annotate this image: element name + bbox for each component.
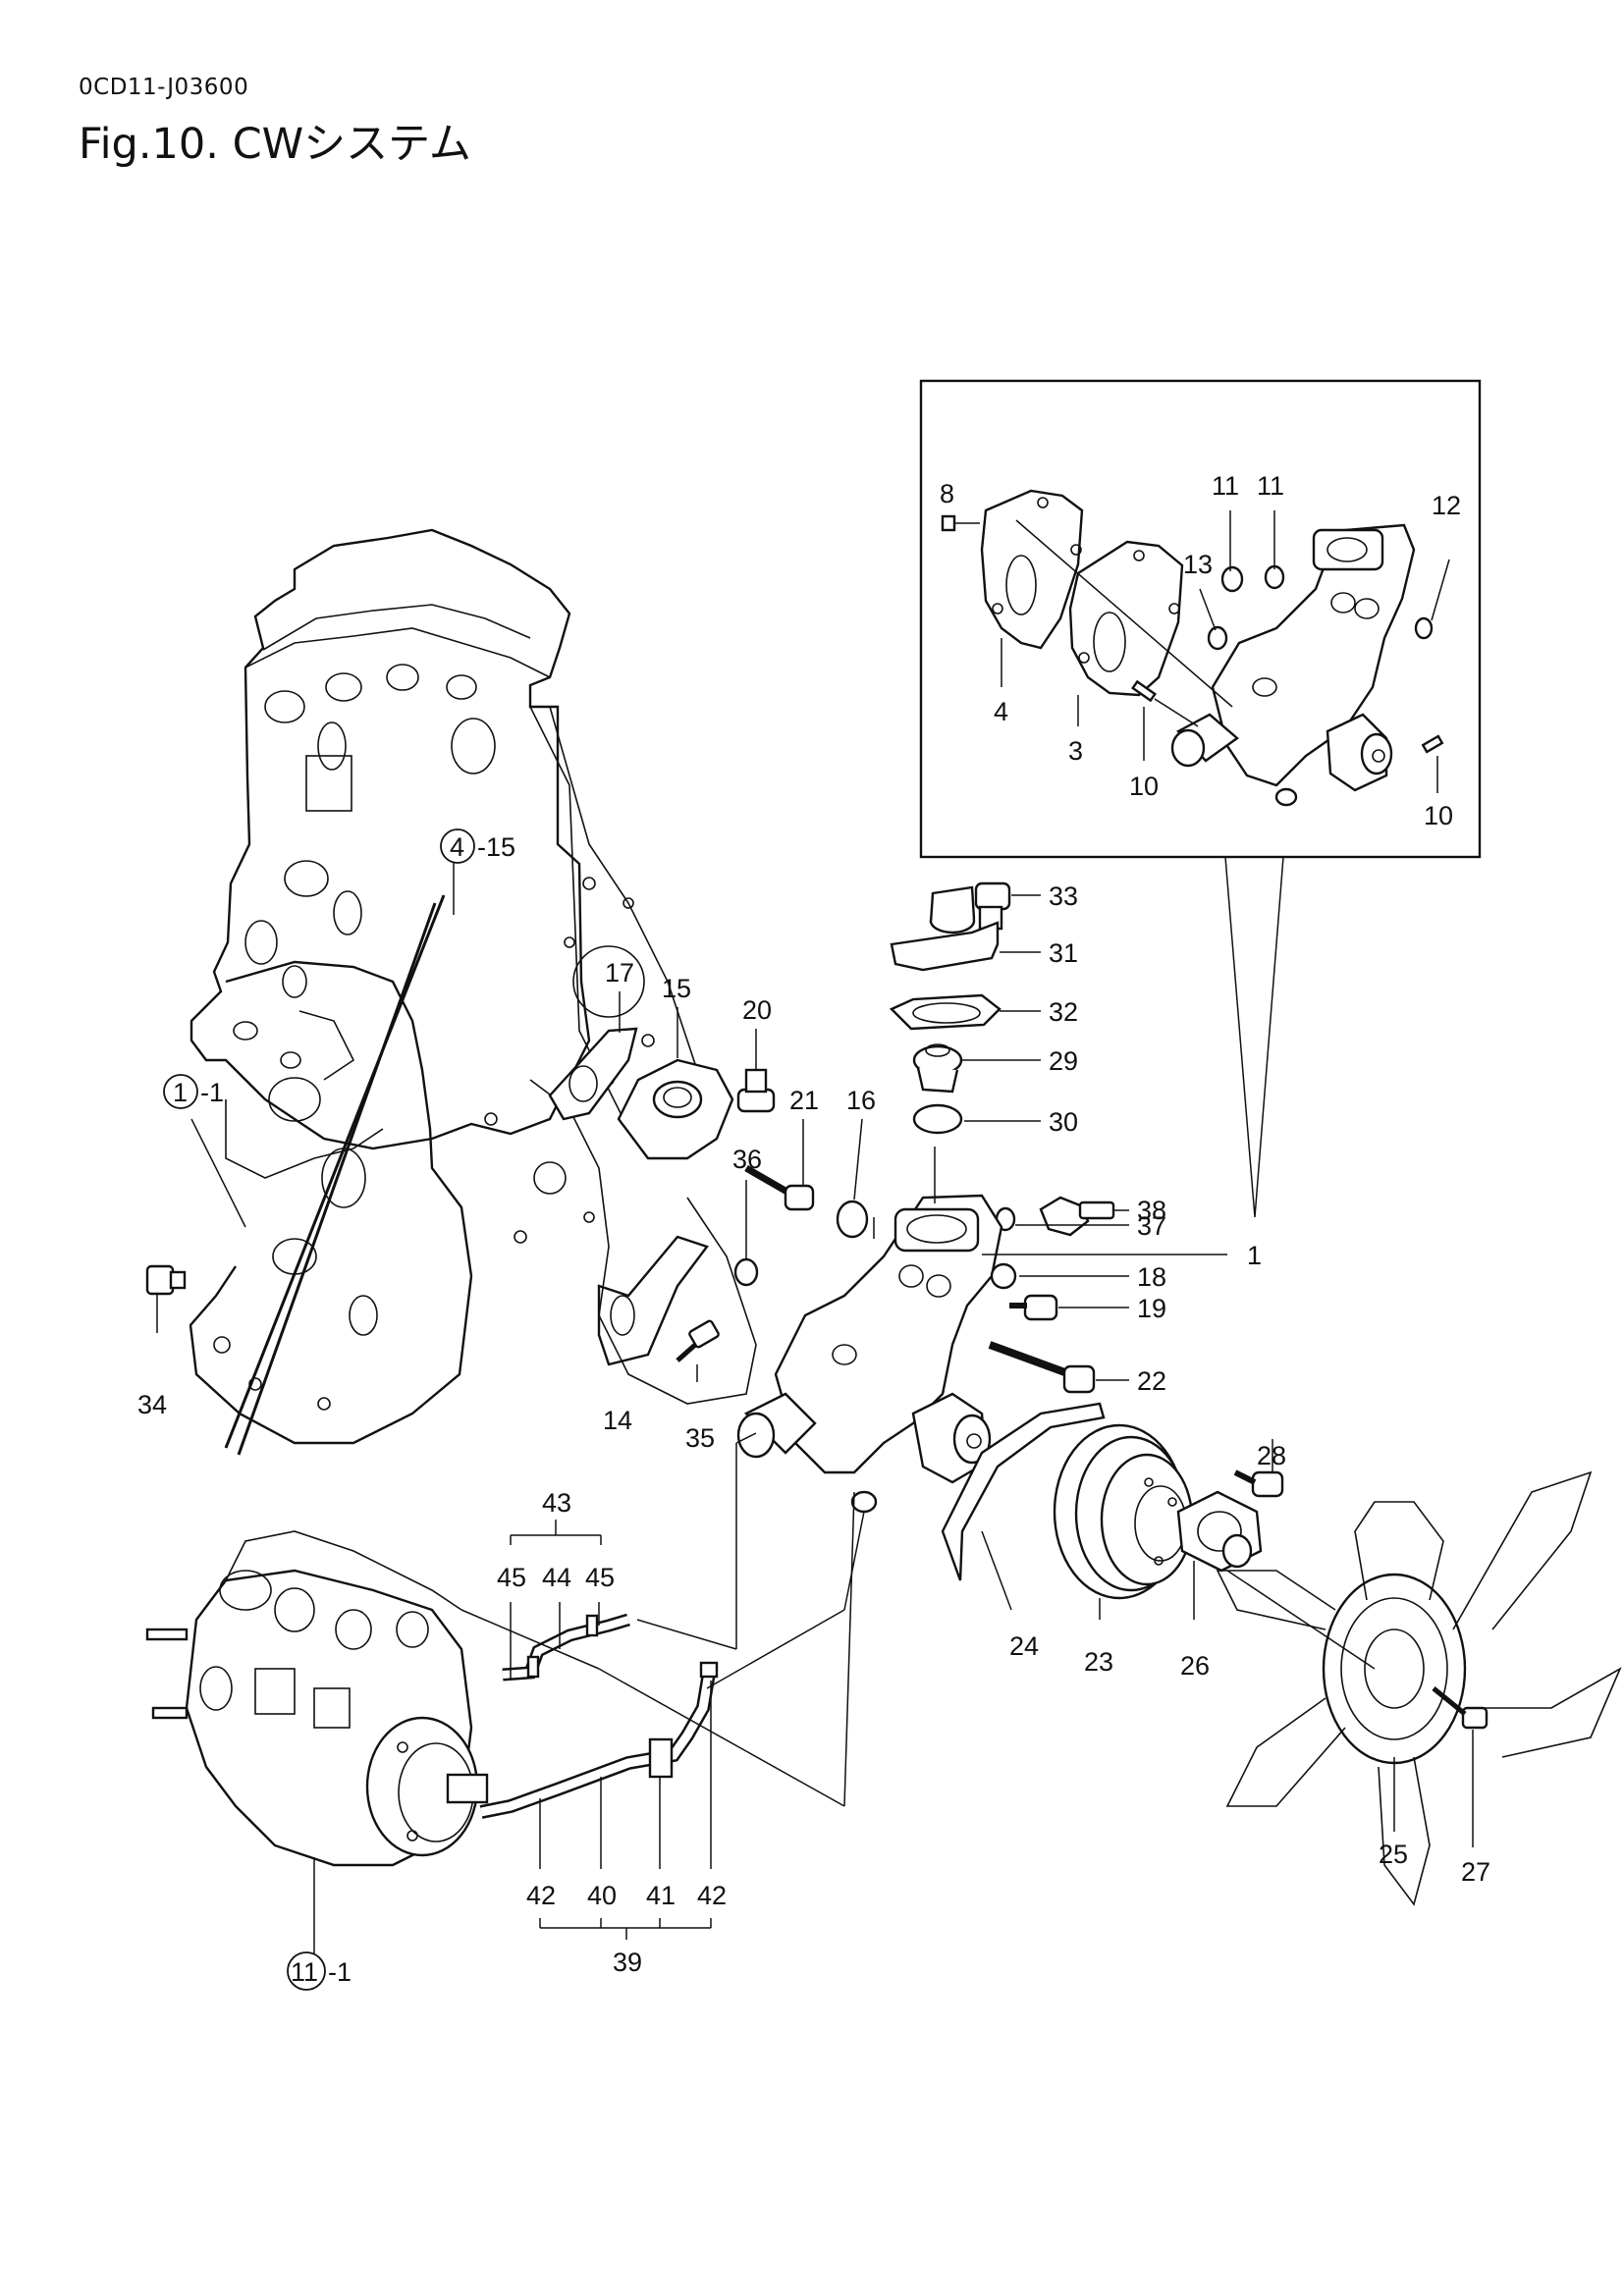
- callout-16: 16: [846, 1086, 876, 1115]
- callout-38: 38: [1137, 1196, 1166, 1225]
- callout-20: 20: [742, 995, 772, 1025]
- reference-1-1: 1 -1: [163, 1074, 224, 1109]
- callout-labels: 8 11 11 12 13 4 3 10 10 33 31 32 29 30 1…: [137, 471, 1490, 1977]
- callout-44: 44: [542, 1563, 571, 1592]
- callout-39: 39: [613, 1948, 642, 1977]
- callout-17: 17: [605, 958, 634, 988]
- callout-29: 29: [1049, 1046, 1078, 1076]
- callout-45-b: 45: [585, 1563, 615, 1592]
- reference-11-circle: 11: [291, 1957, 318, 1987]
- reference-1-circle: 1: [173, 1078, 188, 1107]
- callout-33: 33: [1049, 881, 1078, 911]
- callout-42-b: 42: [697, 1881, 727, 1910]
- callout-41: 41: [646, 1881, 676, 1910]
- reference-4-suffix: -15: [477, 832, 515, 862]
- callout-14: 14: [603, 1406, 632, 1435]
- callout-25: 25: [1379, 1840, 1408, 1869]
- callout-30: 30: [1049, 1107, 1078, 1137]
- callout-8: 8: [940, 479, 954, 508]
- callout-11-b: 11: [1257, 471, 1284, 501]
- callout-11-a: 11: [1212, 471, 1239, 501]
- callout-31: 31: [1049, 938, 1078, 968]
- cylinder-block: [145, 528, 757, 1456]
- callout-28: 28: [1257, 1441, 1286, 1470]
- callout-10-a: 10: [1129, 772, 1159, 801]
- callout-4: 4: [994, 697, 1008, 726]
- callout-23: 23: [1084, 1647, 1113, 1677]
- callout-40: 40: [587, 1881, 617, 1910]
- callout-22: 22: [1137, 1366, 1166, 1396]
- callout-10-b: 10: [1424, 801, 1453, 830]
- callout-19: 19: [1137, 1294, 1166, 1323]
- detail-inset-frame: [919, 379, 1482, 859]
- document-code: 0CD11-J03600: [79, 75, 249, 100]
- callout-18: 18: [1137, 1262, 1166, 1292]
- callout-35: 35: [685, 1423, 715, 1453]
- callout-24: 24: [1009, 1631, 1039, 1661]
- callout-21: 21: [789, 1086, 819, 1115]
- reference-11-suffix: -1: [328, 1957, 352, 1987]
- callout-12: 12: [1432, 491, 1461, 520]
- callout-13: 13: [1183, 550, 1213, 579]
- injection-pump: [145, 1530, 489, 1953]
- fan-drive-group: [941, 1402, 1622, 1906]
- callout-45-a: 45: [497, 1563, 526, 1592]
- hose-pipe-group: [460, 1432, 865, 1940]
- callout-1: 1: [1247, 1241, 1262, 1270]
- callout-34: 34: [137, 1390, 167, 1419]
- reference-4-15: 4 -15: [440, 828, 515, 864]
- water-pump-body: [736, 1147, 1227, 1514]
- callout-32: 32: [1049, 997, 1078, 1027]
- reference-1-suffix: -1: [200, 1078, 224, 1107]
- callout-37: 37: [1137, 1211, 1166, 1241]
- thermostat-group: [548, 881, 1129, 1382]
- inset-pointer: [1224, 856, 1284, 1218]
- reference-4-circle: 4: [450, 832, 464, 862]
- callout-36: 36: [732, 1145, 762, 1174]
- callout-3: 3: [1068, 736, 1083, 766]
- callout-27: 27: [1461, 1857, 1490, 1887]
- inset-water-pump: [941, 489, 1450, 807]
- callout-42-a: 42: [526, 1881, 556, 1910]
- callout-26: 26: [1180, 1651, 1210, 1681]
- figure-title: Fig.10. CWシステム: [79, 120, 471, 169]
- callout-15: 15: [662, 974, 691, 1003]
- callout-43: 43: [542, 1488, 571, 1518]
- reference-11-1: 11 -1: [287, 1951, 352, 1991]
